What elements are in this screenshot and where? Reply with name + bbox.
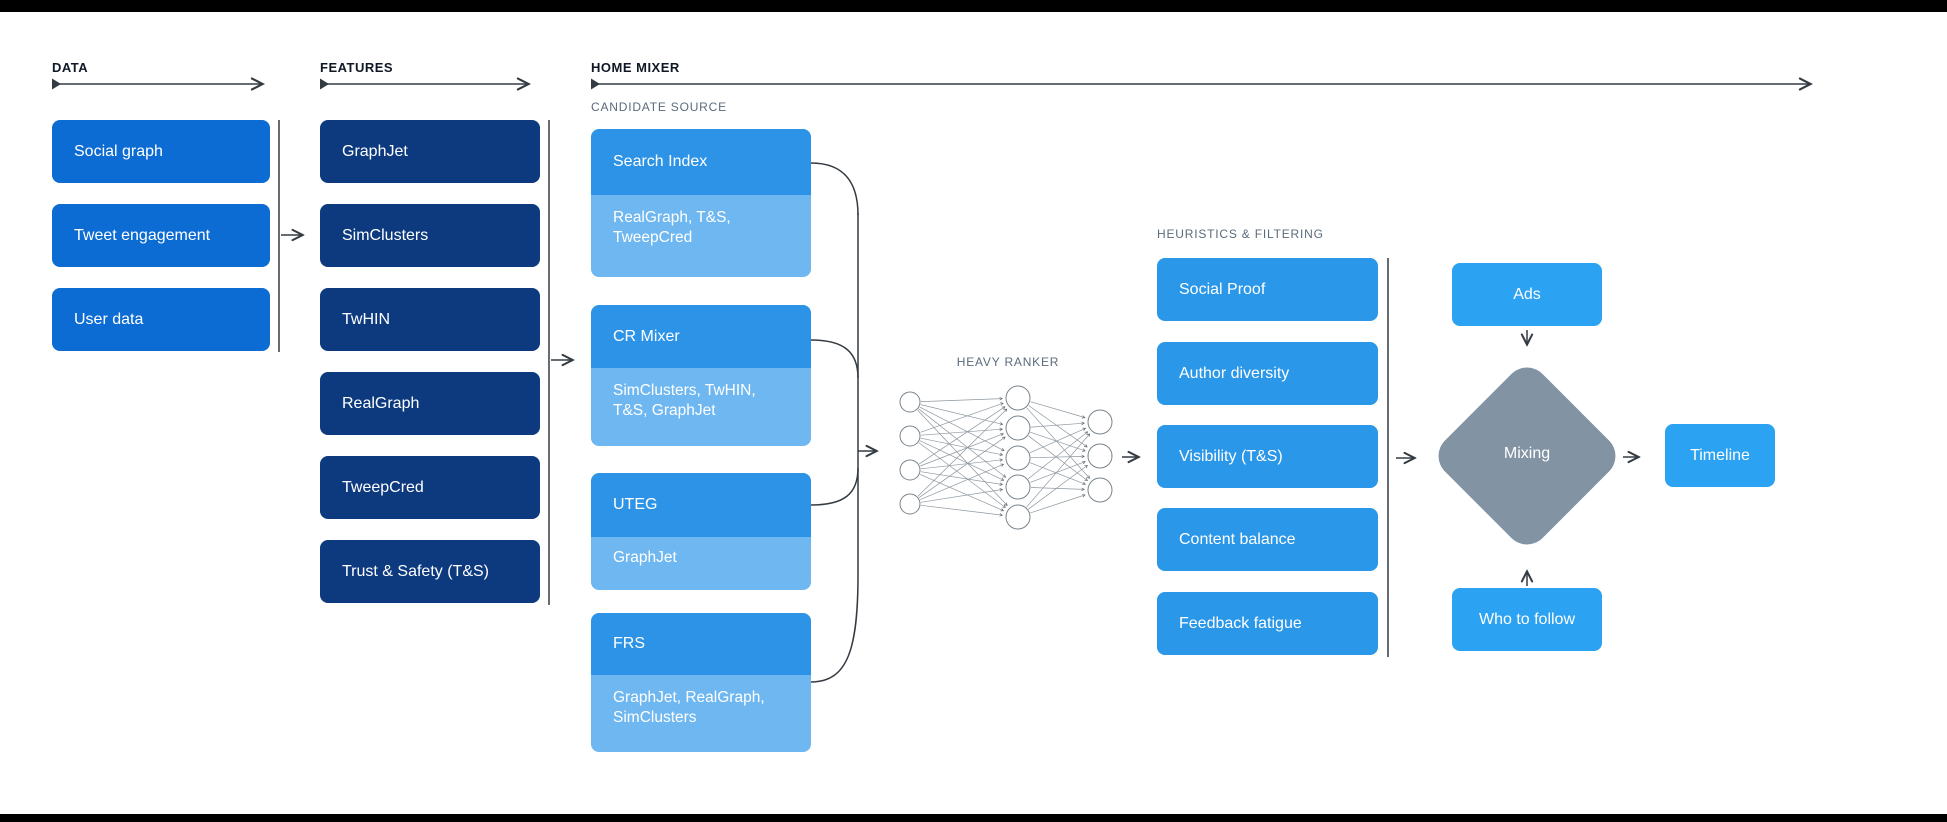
subsection-title-candidate-source: CANDIDATE SOURCE <box>591 100 727 114</box>
neuron-node <box>899 425 921 447</box>
heuristic-node-social-proof: Social Proof <box>1157 258 1378 321</box>
candidate-title: Search Index <box>591 129 811 195</box>
top-letterbox-bar <box>0 0 1947 12</box>
neuron-node <box>1005 385 1031 411</box>
bottom-letterbox-bar <box>0 814 1947 822</box>
neuron-node <box>1005 474 1031 500</box>
data-node-tweet-engagement: Tweet engagement <box>52 204 270 267</box>
candidate-feature-sources: RealGraph, T&S, TweepCred <box>591 195 811 277</box>
mixing-input-ads: Ads <box>1452 263 1602 326</box>
feature-node-twhin: TwHIN <box>320 288 540 351</box>
neuron-node <box>1087 443 1113 469</box>
feature-node-trust-safety: Trust & Safety (T&S) <box>320 540 540 603</box>
heuristic-node-feedback-fatigue: Feedback fatigue <box>1157 592 1378 655</box>
data-node-social-graph: Social graph <box>52 120 270 183</box>
heuristic-node-visibility: Visibility (T&S) <box>1157 425 1378 488</box>
heuristic-node-content-balance: Content balance <box>1157 508 1378 571</box>
heavy-ranker-network <box>899 385 1113 530</box>
neuron-node <box>1005 415 1031 441</box>
mixing-diamond-label: Mixing <box>1503 445 1551 462</box>
neuron-node <box>1005 445 1031 471</box>
neuron-node <box>1005 504 1031 530</box>
section-title-home-mixer: HOME MIXER <box>591 60 680 75</box>
candidate-title: UTEG <box>591 473 811 537</box>
candidate-source-search-index: Search Index RealGraph, T&S, TweepCred <box>591 129 811 277</box>
section-title-data: DATA <box>52 60 89 75</box>
subsection-title-heavy-ranker: HEAVY RANKER <box>956 355 1060 369</box>
candidate-source-frs: FRS GraphJet, RealGraph, SimClusters <box>591 613 811 752</box>
feature-node-graphjet: GraphJet <box>320 120 540 183</box>
neuron-node <box>899 459 921 481</box>
section-axis-start-markers <box>52 78 600 90</box>
candidate-feature-sources: GraphJet <box>591 537 811 590</box>
candidate-feature-sources: GraphJet, RealGraph, SimClusters <box>591 675 811 752</box>
feature-node-simclusters: SimClusters <box>320 204 540 267</box>
candidate-title: CR Mixer <box>591 305 811 368</box>
neuron-node <box>1087 477 1113 503</box>
mixing-input-who-to-follow: Who to follow <box>1452 588 1602 651</box>
feature-node-tweepcred: TweepCred <box>320 456 540 519</box>
section-title-features: FEATURES <box>320 60 394 75</box>
heuristic-node-author-diversity: Author diversity <box>1157 342 1378 405</box>
neuron-node <box>899 391 921 413</box>
data-node-user-data: User data <box>52 288 270 351</box>
feature-node-realgraph: RealGraph <box>320 372 540 435</box>
subsection-title-heuristics-filtering: HEURISTICS & FILTERING <box>1157 227 1324 241</box>
candidate-feature-sources: SimClusters, TwHIN, T&S, GraphJet <box>591 368 811 446</box>
neuron-node <box>1087 409 1113 435</box>
candidate-source-cr-mixer: CR Mixer SimClusters, TwHIN, T&S, GraphJ… <box>591 305 811 446</box>
candidate-source-uteg: UTEG GraphJet <box>591 473 811 590</box>
neuron-node <box>899 493 921 515</box>
candidate-title: FRS <box>591 613 811 675</box>
output-node-timeline: Timeline <box>1665 424 1775 487</box>
